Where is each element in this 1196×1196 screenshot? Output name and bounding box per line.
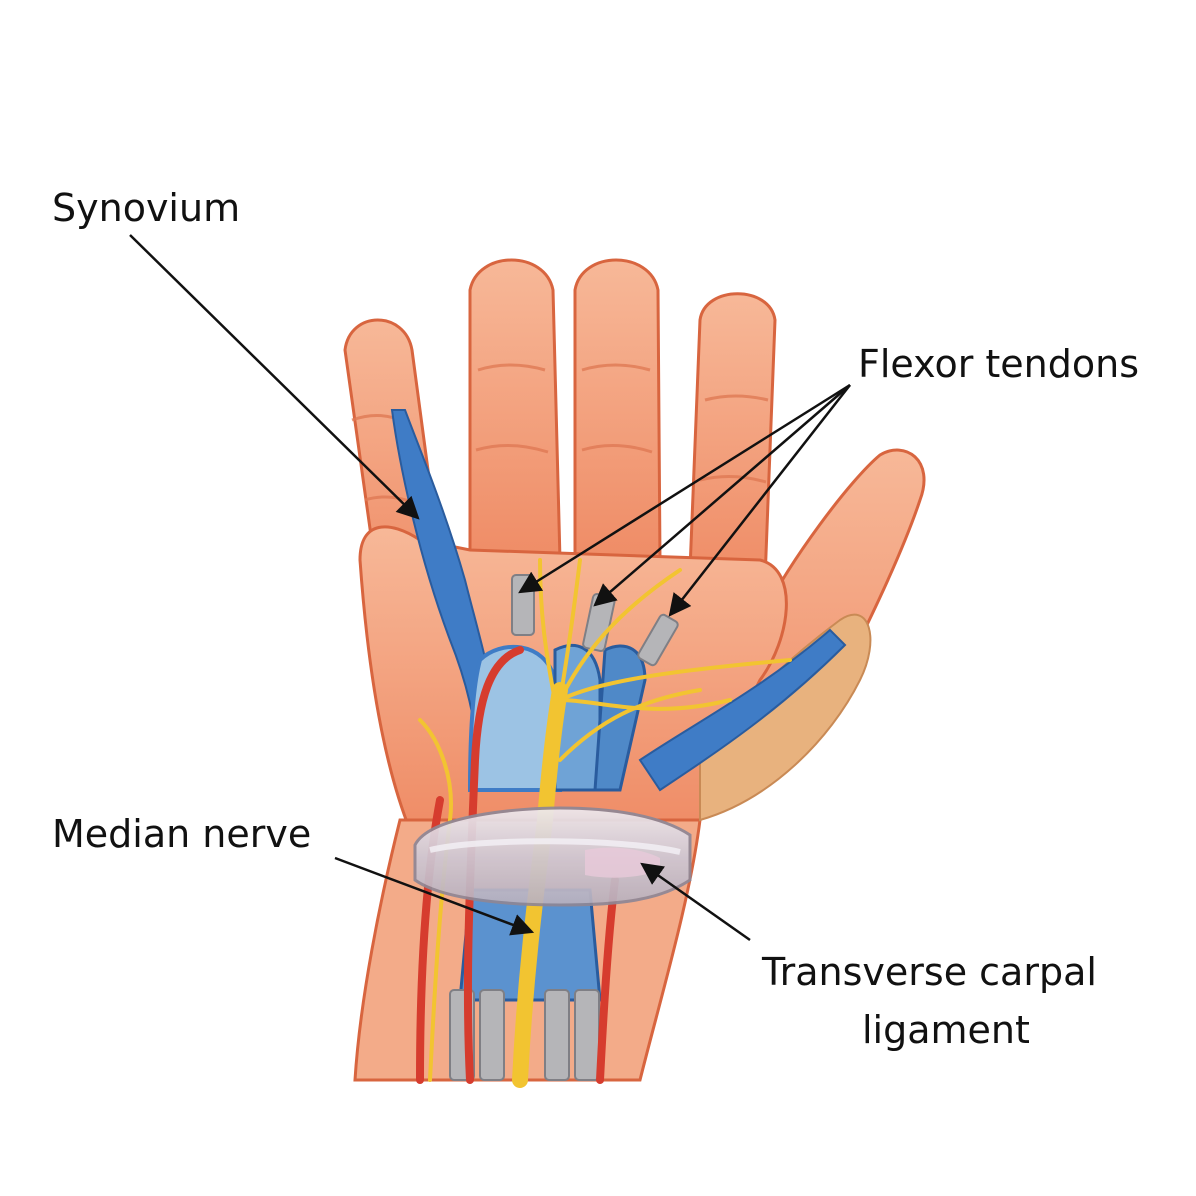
label-median-nerve: Median nerve [52, 812, 312, 856]
label-synovium: Synovium [52, 186, 241, 230]
flexor-tendons [449, 574, 679, 1081]
leader-lines [129, 234, 851, 942]
transverse-carpal-ligament-band [413, 806, 692, 907]
label-transverse-line2: ligament [862, 1008, 1030, 1052]
label-flexor-tendons: Flexor tendons [858, 342, 1140, 386]
median-nerve-leader [334, 856, 535, 936]
synovium-leader [129, 234, 420, 520]
label-transverse-line1: Transverse carpal [762, 950, 1097, 994]
flexor-leader-3 [668, 384, 851, 617]
ring-finger [468, 258, 562, 562]
flexor-leader-1 [518, 383, 851, 594]
label-transverse-carpal-ligament: Transverse carpal ligament [762, 950, 1097, 1052]
flexor-leader-2 [593, 384, 851, 607]
ligament-leader [640, 862, 751, 942]
middle-finger [573, 258, 662, 562]
